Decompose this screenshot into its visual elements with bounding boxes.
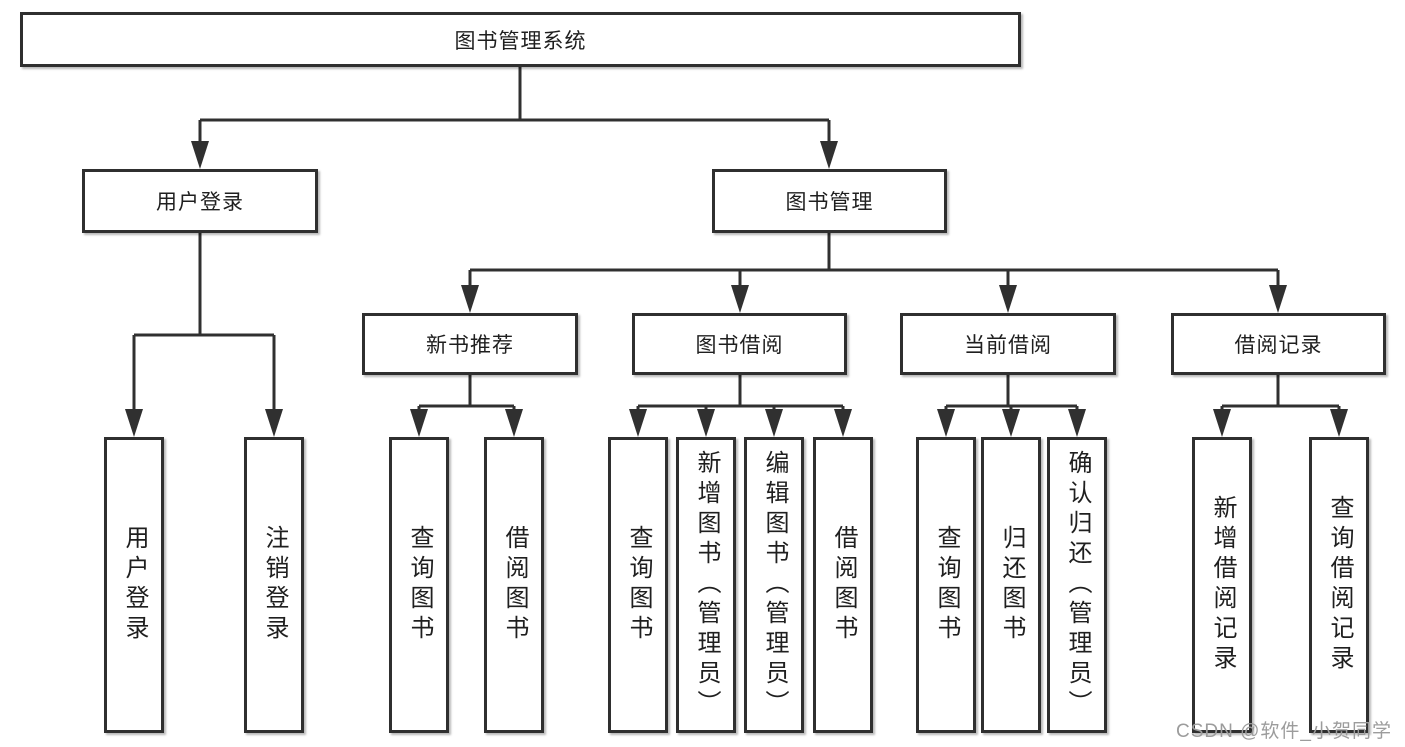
- arrowhead: [265, 409, 283, 437]
- leaf-user-login: 用户登录: [104, 437, 164, 733]
- arrowhead: [1002, 409, 1020, 437]
- arrowhead: [505, 409, 523, 437]
- leaf-query-books-current: 查询图书: [916, 437, 976, 733]
- node-label: 用户登录: [156, 191, 244, 214]
- node-label: 借阅图书: [501, 525, 528, 645]
- arrowhead: [1068, 409, 1086, 437]
- node-label: 借阅记录: [1234, 334, 1323, 357]
- arrowhead: [461, 285, 479, 313]
- arrowhead: [765, 409, 783, 437]
- node-label: 当前借阅: [964, 334, 1052, 357]
- leaf-return-book: 归还图书: [981, 437, 1041, 733]
- node-label: 新书推荐: [426, 334, 514, 357]
- node-label: 借阅图书: [830, 525, 857, 645]
- node-user-login: 用户登录: [82, 169, 318, 233]
- arrowhead: [697, 409, 715, 437]
- node-label: 用户登录: [121, 525, 148, 645]
- arrowhead: [410, 409, 428, 437]
- node-label: 编辑图书（管理员）: [761, 450, 788, 720]
- node-book-management: 图书管理: [712, 169, 947, 233]
- arrowhead: [937, 409, 955, 437]
- node-label: 图书管理系统: [454, 29, 587, 53]
- node-book-borrow: 图书借阅: [632, 313, 847, 375]
- leaf-add-borrow-record: 新增借阅记录: [1192, 437, 1252, 733]
- arrowhead: [125, 409, 143, 437]
- node-label: 图书管理: [785, 191, 874, 214]
- arrowhead: [731, 285, 749, 313]
- leaf-logout-login: 注销登录: [244, 437, 304, 733]
- arrowhead: [999, 285, 1017, 313]
- leaf-query-borrow-record: 查询借阅记录: [1309, 437, 1369, 733]
- node-label: 查询图书: [933, 525, 960, 645]
- leaf-borrow-books: 借阅图书: [813, 437, 873, 733]
- leaf-query-books-recommend: 查询图书: [389, 437, 449, 733]
- arrowhead: [834, 409, 852, 437]
- arrowhead: [1213, 409, 1231, 437]
- node-label: 确认归还（管理员）: [1064, 450, 1091, 720]
- arrowhead: [191, 141, 209, 169]
- leaf-edit-book-admin: 编辑图书（管理员）: [744, 437, 804, 733]
- node-label: 查询图书: [625, 525, 652, 645]
- node-new-book-recommend: 新书推荐: [362, 313, 578, 375]
- arrowhead: [629, 409, 647, 437]
- node-system-root: 图书管理系统: [20, 12, 1021, 67]
- node-label: 查询图书: [406, 525, 433, 645]
- arrowhead: [1330, 409, 1348, 437]
- node-label: 新增图书（管理员）: [693, 450, 720, 720]
- node-current-borrow: 当前借阅: [900, 313, 1116, 375]
- node-label: 归还图书: [998, 525, 1025, 645]
- arrowhead: [820, 141, 838, 169]
- leaf-add-book-admin: 新增图书（管理员）: [676, 437, 736, 733]
- leaf-query-books-borrow: 查询图书: [608, 437, 668, 733]
- node-label: 查询借阅记录: [1326, 495, 1353, 675]
- leaf-confirm-return-admin: 确认归还（管理员）: [1047, 437, 1107, 733]
- watermark: CSDN @软件_小贺同学: [1176, 721, 1392, 742]
- node-label: 新增借阅记录: [1209, 495, 1236, 675]
- node-borrow-records: 借阅记录: [1171, 313, 1386, 375]
- arrowhead: [1269, 285, 1287, 313]
- leaf-borrow-books-recommend: 借阅图书: [484, 437, 544, 733]
- node-label: 注销登录: [261, 525, 288, 645]
- node-label: 图书借阅: [695, 334, 784, 357]
